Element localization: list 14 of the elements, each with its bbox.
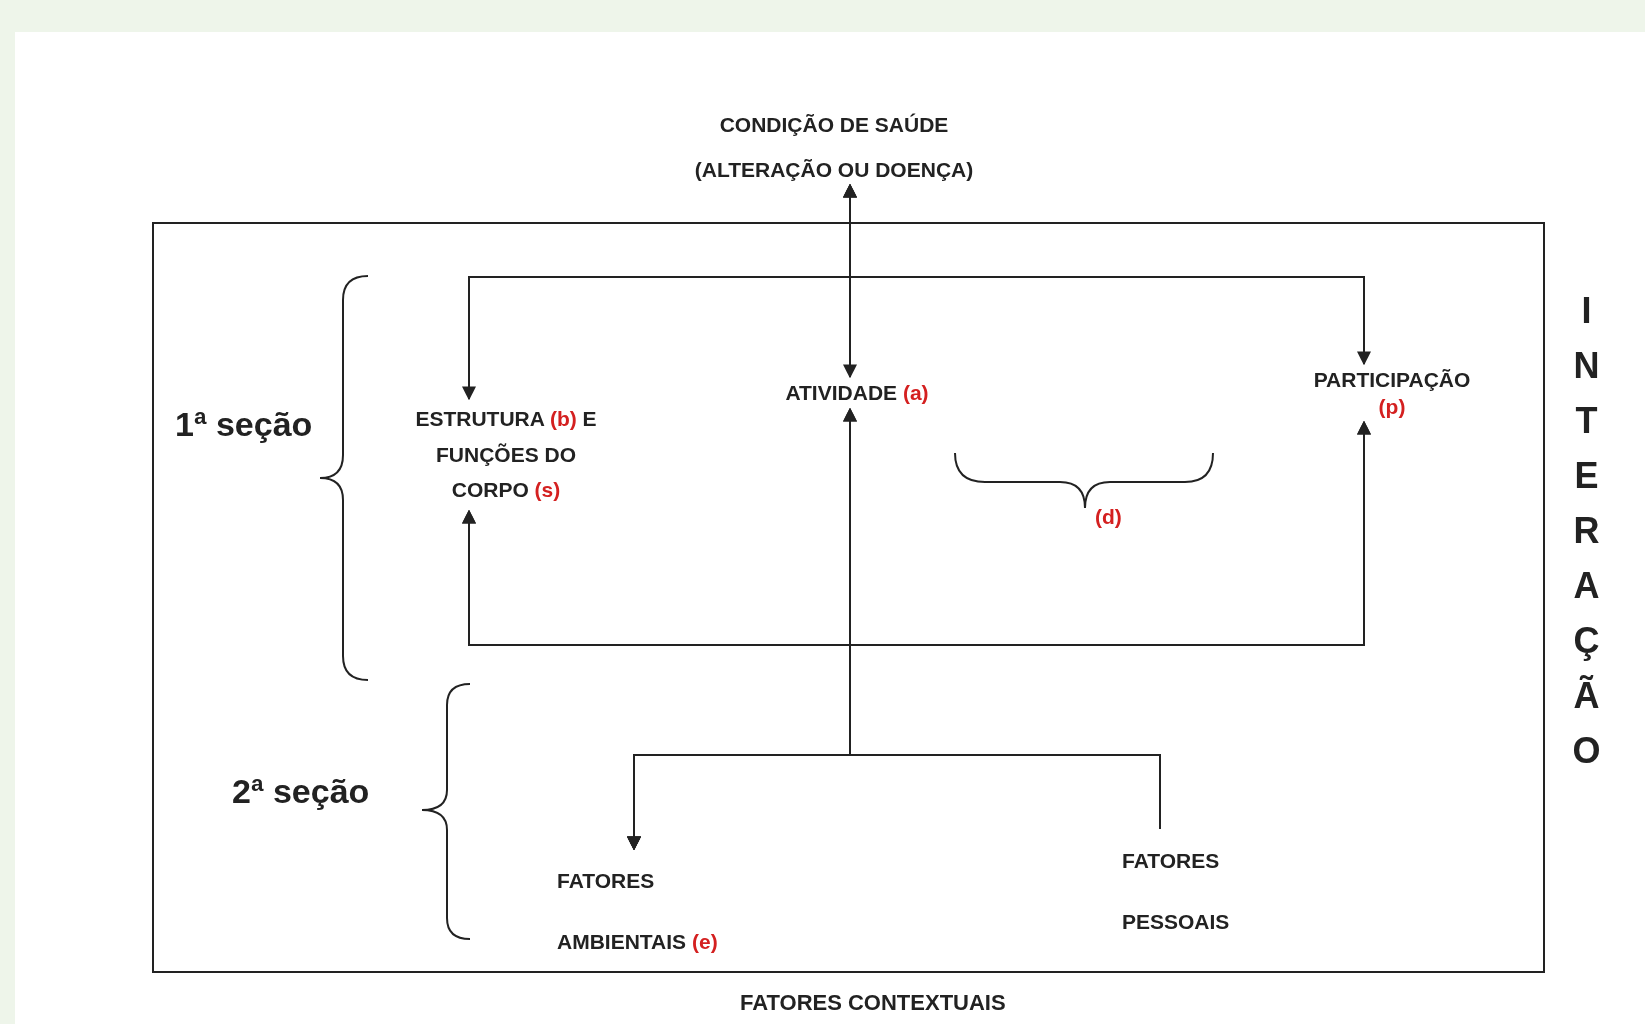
component-label: ESTRUTURA (b) E FUNÇÕES DO CORPO (s)	[401, 401, 611, 509]
section-label: 1ª seção	[175, 405, 313, 444]
arrow	[843, 183, 1371, 366]
factor-label: FATORES AMBIENTAIS (e)	[557, 851, 767, 973]
condition-text: CONDIÇÃO DE SAÚDE (ALTERAÇÃO OU DOENÇA)	[694, 110, 974, 184]
arrow	[627, 754, 1161, 851]
vertical-label: INTERAÇÃO	[1565, 290, 1607, 785]
callout-label: (d)	[1095, 505, 1122, 529]
factor-label: FATORES PESSOAIS	[1122, 831, 1252, 953]
section-label: 2ª seção	[232, 772, 370, 811]
frame-box	[152, 222, 1545, 973]
caption: FATORES CONTEXTUAIS	[740, 990, 1006, 1016]
component-label: ATIVIDADE (a)	[785, 379, 929, 407]
component-label: PARTICIPAÇÃO (p)	[1313, 365, 1471, 421]
